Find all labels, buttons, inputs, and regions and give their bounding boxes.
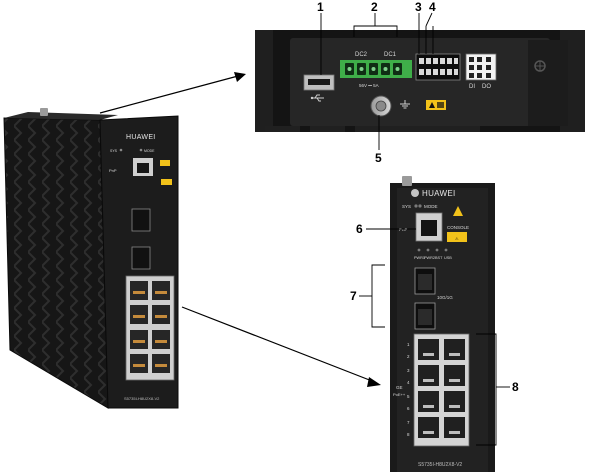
- sfp-port-iso-2[interactable]: [131, 246, 151, 270]
- model-name-iso: S5735I-H8U2X8-V2: [124, 396, 160, 401]
- port-num-7: 7: [407, 420, 410, 425]
- sfp-port-2[interactable]: [414, 302, 436, 330]
- port-num-8: 8: [407, 432, 410, 437]
- sys-led-label: SYS: [110, 149, 118, 153]
- console-port[interactable]: [415, 212, 443, 242]
- dc1-label: DC1: [384, 52, 397, 58]
- zoom-arrow-top: [99, 72, 246, 114]
- din-screw-front: [402, 176, 412, 186]
- poe-label: PoE++: [393, 392, 406, 397]
- voltage-label: 56V ⎓ 5A: [359, 83, 379, 88]
- warning-icon-front: [453, 206, 463, 216]
- usb-port[interactable]: [303, 74, 335, 91]
- huawei-logo-icon: [411, 189, 419, 197]
- rj45-port-group[interactable]: [413, 333, 470, 447]
- callout-7: 7: [350, 289, 357, 303]
- model-name: S5735I-H8U2X8-V2: [418, 462, 462, 468]
- di-label: DI: [469, 84, 475, 90]
- port-num-6: 6: [407, 406, 410, 411]
- pwr1-label: PWR1: [414, 256, 425, 260]
- ground-icon: [400, 100, 410, 109]
- bst-label: BST: [435, 256, 443, 260]
- port-numbers: 1 2 3 4 5 6 7 8: [407, 342, 410, 437]
- lan-icon: [447, 232, 467, 242]
- mode-label: MODE: [144, 149, 155, 153]
- callout-lines: [320, 12, 510, 446]
- brand-logo-text: HUAWEI: [126, 134, 156, 141]
- sfp-port-1[interactable]: [414, 267, 436, 295]
- sfp-port-iso-1[interactable]: [131, 208, 151, 232]
- rj45-group-iso[interactable]: [125, 275, 175, 381]
- callout-2: 2: [371, 0, 378, 14]
- ge-label: GE: [396, 385, 403, 390]
- di-do-connector[interactable]: [465, 53, 497, 81]
- port-num-4: 4: [407, 380, 410, 385]
- brand-logo-front: HUAWEI: [422, 189, 456, 198]
- do-label: DO: [482, 84, 491, 90]
- port-num-2: 2: [407, 354, 410, 359]
- callout-4: 4: [429, 0, 436, 14]
- dc2-label: DC2: [355, 52, 368, 58]
- console-label: CONSOLE: [447, 225, 469, 230]
- din-screw: [40, 108, 48, 116]
- pnp-label: PnP: [399, 227, 408, 232]
- callout-5: 5: [375, 151, 382, 165]
- alarm-connector[interactable]: [415, 53, 461, 81]
- port-num-5: 5: [407, 394, 410, 399]
- callout-3: 3: [415, 0, 422, 14]
- port-num-3: 3: [407, 368, 410, 373]
- warning-icon: [426, 100, 446, 110]
- callout-numbers: 1 2 3 4 5 6 7 8: [317, 0, 519, 394]
- sys-led-label-front: SYS: [402, 204, 411, 209]
- status-leds: [417, 248, 448, 252]
- mode-label-front: MODE: [424, 204, 438, 209]
- sfp-speed-label: 10G/1G: [437, 295, 453, 300]
- pnp-label-iso: PnP: [109, 168, 117, 173]
- svg-text:⚠: ⚠: [455, 236, 459, 241]
- pwr2-label: PWR2: [424, 256, 435, 260]
- callout-6: 6: [356, 222, 363, 236]
- ground-screw[interactable]: [370, 95, 392, 117]
- usb-icon: [310, 94, 324, 102]
- port-num-1: 1: [407, 342, 410, 347]
- callout-1: 1: [317, 0, 324, 14]
- callout-8: 8: [512, 380, 519, 394]
- dc-terminal-block[interactable]: [340, 60, 412, 78]
- usb-label: USB: [444, 256, 452, 260]
- zoom-arrow-bottom: [181, 306, 381, 387]
- device-iso-view: HUAWEI SYS MODE PnP: [3, 108, 179, 409]
